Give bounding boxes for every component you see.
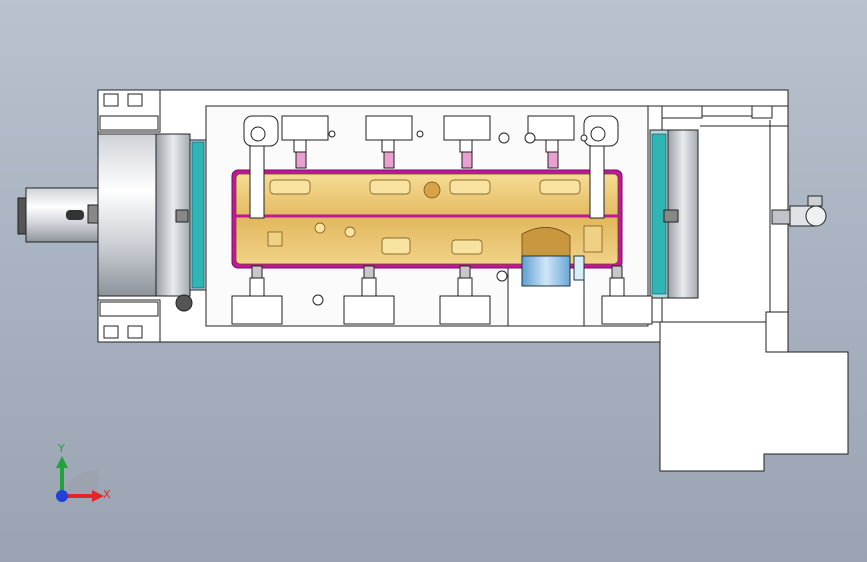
z-axis-dot bbox=[56, 490, 68, 502]
coordinate-triad bbox=[56, 456, 104, 502]
top-clamp-3 bbox=[443, 115, 491, 169]
bottom-clamp-1 bbox=[231, 265, 283, 325]
right-chuck[interactable] bbox=[649, 129, 699, 299]
workpiece[interactable] bbox=[231, 169, 623, 269]
bottom-clamps[interactable] bbox=[231, 265, 653, 325]
y-axis-label: Y bbox=[58, 442, 65, 455]
bottom-clamp-3 bbox=[439, 265, 491, 325]
bolt-holes bbox=[312, 130, 588, 306]
swing-arms[interactable] bbox=[243, 115, 619, 219]
left-spindle[interactable] bbox=[17, 133, 207, 312]
x-axis-label: X bbox=[103, 488, 111, 501]
top-clamp-2 bbox=[365, 115, 413, 169]
top-clamps[interactable] bbox=[281, 115, 575, 169]
bottom-clamp-2 bbox=[343, 265, 395, 325]
locating-cylinder[interactable] bbox=[521, 255, 585, 287]
top-clamp-1 bbox=[281, 115, 329, 169]
bottom-clamp-4 bbox=[601, 265, 653, 325]
corner-blocks-left bbox=[97, 89, 161, 343]
top-clamp-4 bbox=[527, 115, 575, 169]
air-fitting[interactable] bbox=[771, 195, 827, 227]
